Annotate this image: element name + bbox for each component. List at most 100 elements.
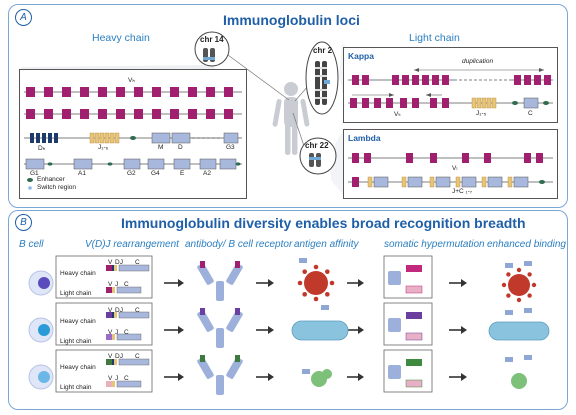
g2-label: G2: [127, 170, 136, 177]
panel-a-title: Immunoglobulin loci: [223, 12, 360, 28]
row2-antibody-tip-right: [235, 308, 240, 315]
ck-label: C: [528, 110, 533, 117]
row1-heavy-v: [106, 265, 112, 271]
row3-l-j: J: [115, 375, 119, 382]
row3-b-cell-nucleus: [38, 371, 50, 383]
jk-label: J₁-₅: [476, 110, 487, 117]
row2-h-v: V: [108, 307, 113, 314]
a2-label: A2: [203, 170, 211, 177]
jc-label: J+C ₁-₇: [452, 188, 473, 195]
row1-enhanced-spike-1: [527, 293, 532, 298]
row3-enhanced-ab-2: [524, 355, 532, 360]
row2-enhanced-bacterium: [488, 321, 550, 341]
row3-antibody-tip-right: [235, 355, 240, 362]
row1-arrowhead-4: [461, 279, 467, 287]
row1-virus-spike-0: [329, 280, 335, 286]
panel-b-badge: B: [15, 214, 32, 231]
row1-antibody-arm-left: [197, 263, 214, 285]
row3-hyper-light: [405, 379, 423, 388]
row1-virus-spike-2: [313, 296, 319, 302]
row1-enhanced-spike-5: [506, 272, 511, 277]
row1-enhanced-spike-3: [506, 293, 511, 298]
row1-light-v: [106, 287, 112, 293]
lambda-locus-box: Lambda Vₗ J+C ₁-₇: [343, 129, 558, 199]
row2-arrowhead-3: [358, 326, 364, 334]
row1-virus-spike-3: [302, 292, 307, 297]
row3-arrowhead-3: [358, 373, 364, 381]
row3-arrowhead-4: [461, 373, 467, 381]
kappa-locus-diagram: [348, 68, 553, 109]
heavy-chain-locus-diagram: [24, 87, 242, 190]
row3-light-j: [112, 381, 115, 387]
row3-antibody-arm-left: [197, 357, 214, 379]
row2-antibody-stem: [216, 328, 224, 348]
person-icon: [272, 82, 310, 155]
row3-arrowhead-1: [178, 373, 184, 381]
row1-virus-antigen: [304, 271, 328, 295]
row2-l-v: V: [108, 329, 113, 336]
row1-virus-spike-7: [325, 269, 330, 274]
g1-label: G1: [30, 170, 39, 177]
row1-virus-spike-1: [325, 292, 330, 297]
row2-h-c: C: [135, 307, 140, 314]
col-somatic-hypermutation: somatic hypermutation: [384, 239, 485, 250]
row2-heavy-label: Heavy chain: [60, 318, 96, 325]
row3-protein-antigen-lobe: [322, 369, 332, 379]
col-antibody: antibody/ B cell receptor: [185, 239, 293, 250]
vk-label: Vₖ: [394, 111, 402, 118]
row2-heavy-j: [114, 312, 117, 318]
row1-bound-ab: [299, 258, 307, 263]
row2-light-j: [112, 334, 115, 340]
row3-enhanced-ab-1: [505, 357, 513, 362]
row3-l-c: C: [124, 375, 129, 382]
panel-b-title: Immunoglobulin diversity enables broad r…: [121, 215, 526, 231]
row3-l-v: V: [108, 375, 113, 382]
row2-antibody-tip-left: [200, 308, 205, 315]
jh-label: J₁-₆: [98, 144, 109, 151]
row2-arrowhead-2: [268, 326, 274, 334]
row1-h-dj: DJ: [115, 259, 123, 266]
row1-enhanced-spike-7: [527, 272, 532, 277]
col-vdj: V(D)J rearrangement: [85, 239, 179, 250]
row2-heavy-d: [112, 312, 114, 318]
row1-h-c: C: [135, 259, 140, 266]
chr22-label: chr 22: [305, 141, 329, 150]
legend-switch-region: Switch region: [37, 184, 77, 191]
row3-arrowhead-2: [268, 373, 274, 381]
row3-enhanced-protein: [511, 373, 527, 389]
row1-enhanced-spike-0: [531, 282, 537, 288]
e-label: E: [180, 170, 185, 177]
row3-hyper-heavy: [406, 359, 422, 366]
row1-hyper-heavy: [406, 265, 422, 272]
row1-enhanced-ab-1: [505, 263, 513, 268]
row3-light-c: [116, 380, 142, 388]
row1-light-j: [112, 287, 115, 293]
row1-hyper-antibody: [388, 271, 401, 285]
row1-arrowhead-2: [268, 279, 274, 287]
row1-enhanced-spike-6: [516, 267, 522, 273]
dh-label: Dₕ: [38, 145, 46, 152]
row3-heavy-d: [112, 359, 114, 365]
row3-light-v: [106, 381, 112, 387]
row3-heavy-j: [114, 359, 117, 365]
row1-hyper-light: [405, 285, 423, 294]
row3-antibody-arm-right: [226, 357, 243, 379]
row1-heavy-j: [114, 265, 117, 271]
vh-label: Vₕ: [128, 77, 135, 84]
row2-light-c: [116, 333, 142, 341]
row2-b-cell-nucleus: [38, 324, 50, 336]
row2-bound-ab: [321, 305, 329, 310]
row2-light-v: [106, 334, 112, 340]
diversity-rows: [28, 255, 550, 395]
col-enhanced-binding: enhanced binding: [487, 239, 566, 250]
panel-b: B Immunoglobulin diversity enables broad…: [8, 210, 568, 410]
row3-hyper-antibody: [388, 365, 401, 379]
vl-label: Vₗ: [452, 165, 458, 172]
row3-antibody-stem: [216, 375, 224, 395]
row1-arrowhead-3: [358, 279, 364, 287]
row1-antibody-tip-left: [200, 261, 205, 268]
panel-a: A Immunoglobulin loci Heavy chain Light …: [8, 4, 568, 208]
heavy-chain-heading: Heavy chain: [92, 32, 150, 44]
row3-heavy-label: Heavy chain: [60, 364, 96, 371]
